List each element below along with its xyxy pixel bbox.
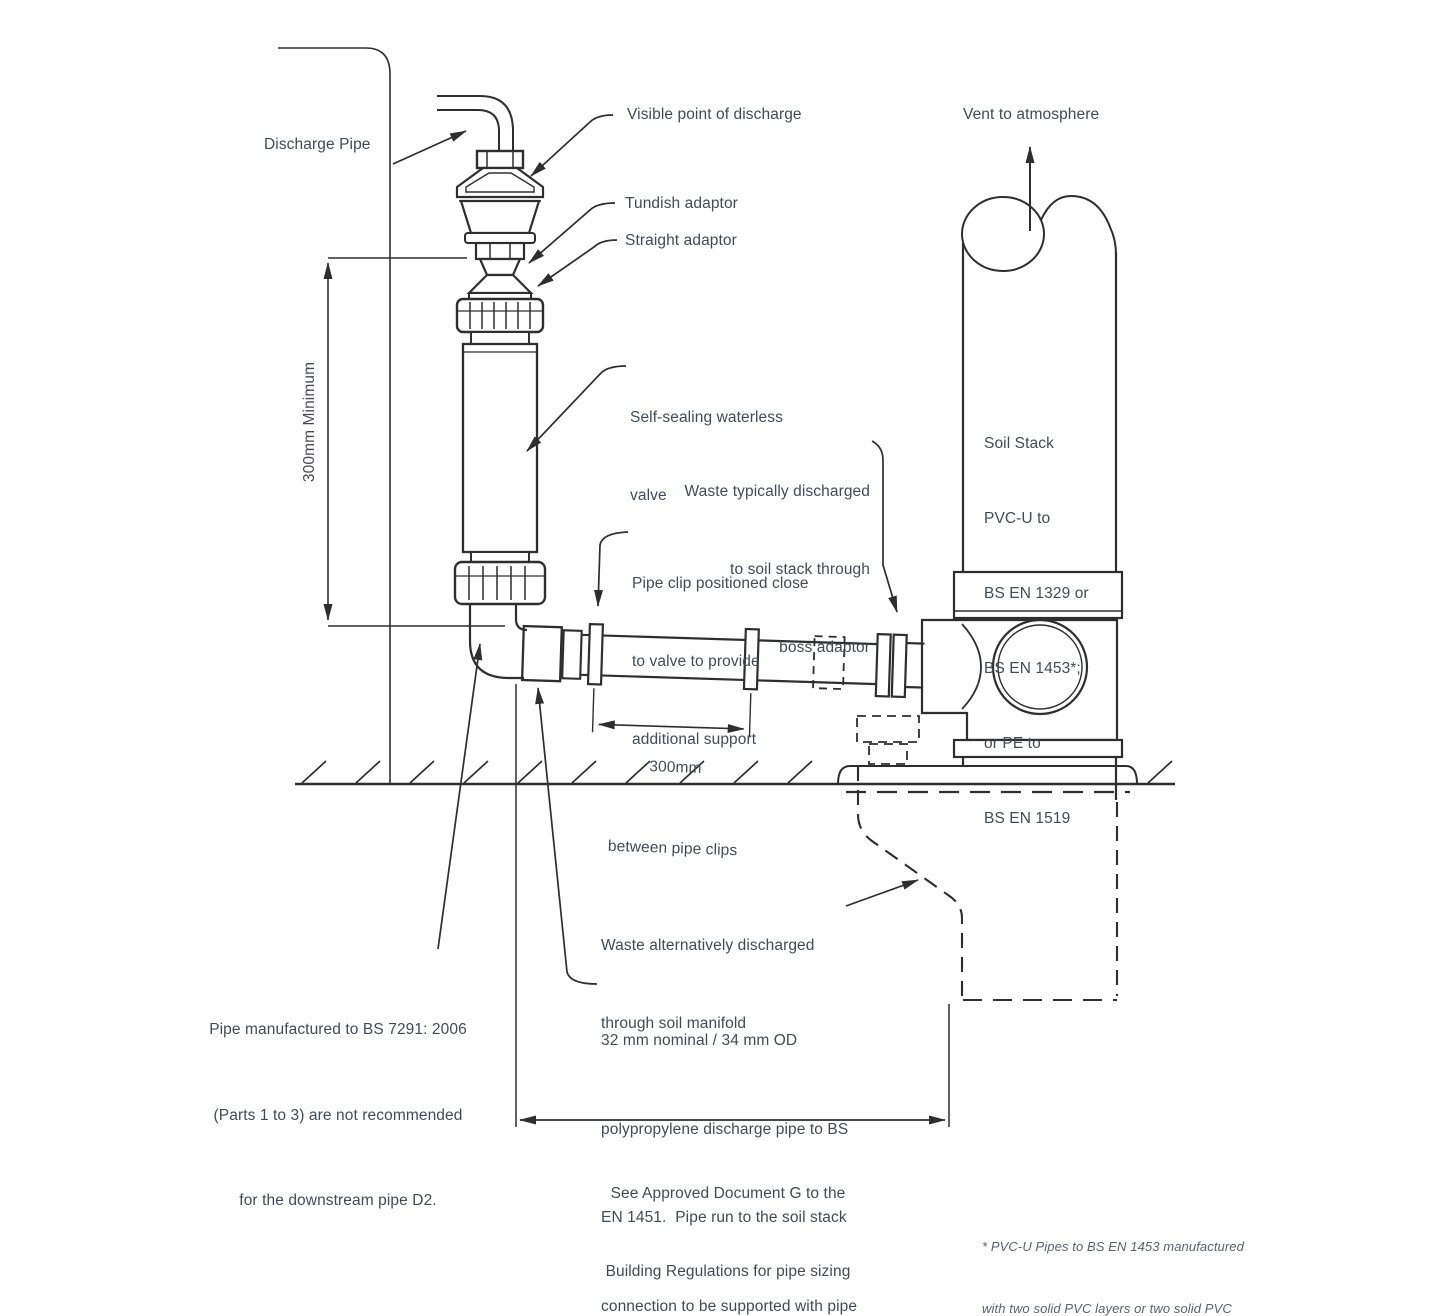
discharge-pipe-leader bbox=[392, 130, 467, 165]
dimension-lines bbox=[323, 257, 950, 1127]
straight-adaptor-leader bbox=[537, 239, 618, 287]
label-vent-to-atmosphere: Vent to atmosphere bbox=[963, 106, 1100, 123]
waterless-valve-body bbox=[461, 342, 539, 554]
label-pipe-spec: 32 mm nominal / 34 mm OD polypropylene d… bbox=[601, 1032, 858, 1315]
horizontal-discharge-pipe bbox=[520, 622, 925, 738]
tundish-valve-assembly bbox=[437, 95, 547, 680]
underground-manifold-dashed bbox=[856, 715, 1119, 1002]
label-visible-point-of-discharge: Visible point of discharge bbox=[627, 106, 802, 123]
label-discharge-pipe: Discharge Pipe bbox=[264, 136, 371, 153]
label-soil-stack: Soil Stack PVC-U to BS EN 1329 or BS EN … bbox=[984, 435, 1089, 827]
soil-stack bbox=[920, 194, 1124, 800]
pipe-spec-leader bbox=[535, 687, 598, 985]
straight-adaptor-body bbox=[466, 273, 534, 295]
label-waste-typical: Waste typically discharged to soil stack… bbox=[684, 483, 870, 656]
bs7291-leader bbox=[437, 643, 483, 950]
label-300mm-minimum: 300mm Minimum bbox=[301, 361, 318, 483]
pipe-clip-2 bbox=[742, 627, 760, 691]
label-approved-document: See Approved Document G to the Building … bbox=[605, 1185, 851, 1280]
clip-spacing-dimension bbox=[597, 720, 745, 733]
visible-point-leader bbox=[530, 114, 614, 177]
pipe-clip-1 bbox=[586, 622, 605, 686]
leader-arrows bbox=[392, 114, 1035, 985]
label-straight-adaptor: Straight adaptor bbox=[625, 232, 737, 249]
label-tundish-adaptor: Tundish adaptor bbox=[625, 195, 738, 212]
label-pipe-clip: Pipe clip positioned close to valve to p… bbox=[632, 575, 809, 748]
wall-outline bbox=[278, 47, 391, 783]
tundish-body bbox=[455, 166, 545, 199]
pipe-clip-leader bbox=[594, 531, 629, 607]
ground-line bbox=[295, 760, 1175, 794]
boss-adaptor-flange bbox=[874, 632, 892, 698]
pipe-socket bbox=[520, 624, 563, 683]
boss-opening-circle bbox=[991, 618, 1089, 716]
soil-manifold-leader bbox=[845, 879, 919, 907]
tundish-adaptor-leader bbox=[528, 202, 616, 264]
label-footnote: * PVC-U Pipes to BS EN 1453 manufactured… bbox=[982, 1239, 1244, 1316]
elbow bbox=[468, 604, 528, 680]
valve-leader bbox=[526, 365, 627, 452]
label-waste-alternative: Waste alternatively discharged through s… bbox=[601, 937, 815, 1032]
boss-adaptor-leader bbox=[871, 440, 898, 613]
label-bs7291-note: Pipe manufactured to BS 7291: 2006 (Part… bbox=[209, 1021, 467, 1209]
label-self-sealing-valve: Self-sealing waterless valve bbox=[630, 409, 783, 504]
